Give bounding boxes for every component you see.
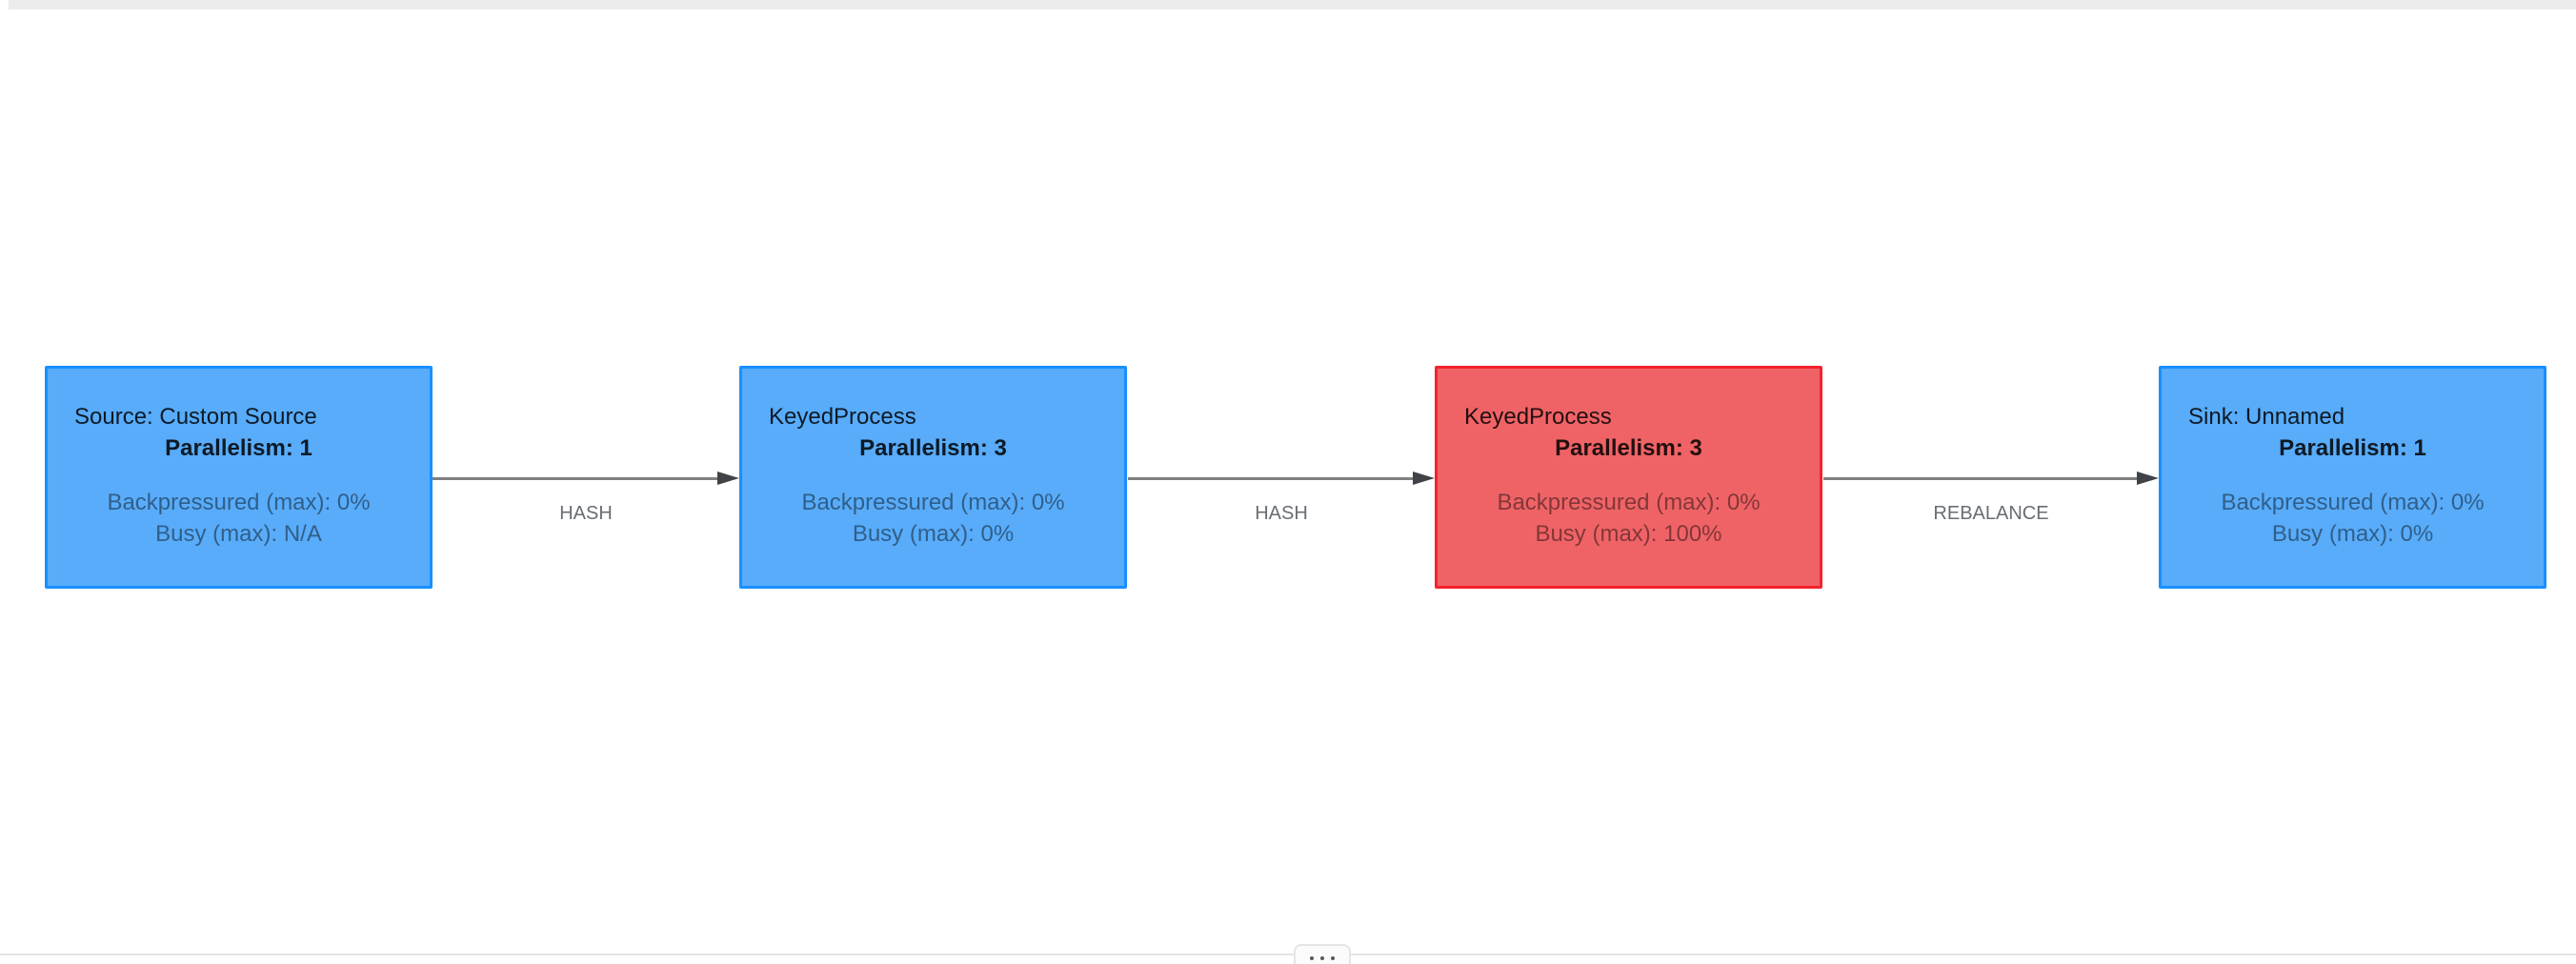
edge-line — [1128, 477, 1414, 480]
node-backpressured-metric: Backpressured (max): 0% — [801, 490, 1065, 515]
node-backpressured-metric: Backpressured (max): 0% — [1497, 490, 1761, 515]
node-parallelism: Parallelism: 3 — [1555, 435, 1702, 461]
arrowhead-icon — [1413, 472, 1435, 485]
job-node-keyedprocess-1[interactable]: KeyedProcess Parallelism: 3 Backpressure… — [739, 366, 1127, 589]
node-title: KeyedProcess — [769, 404, 916, 430]
node-parallelism: Parallelism: 1 — [165, 435, 312, 461]
ellipsis-icon — [1310, 956, 1335, 960]
top-panel-edge — [9, 0, 2576, 10]
node-backpressured-metric: Backpressured (max): 0% — [2221, 490, 2485, 515]
job-node-keyedprocess-2[interactable]: KeyedProcess Parallelism: 3 Backpressure… — [1435, 366, 1822, 589]
node-busy-metric: Busy (max): 100% — [1535, 521, 1722, 547]
edge-label: HASH — [1255, 503, 1308, 524]
node-busy-metric: Busy (max): 0% — [852, 521, 1015, 547]
node-title: KeyedProcess — [1464, 404, 1612, 430]
arrowhead-icon — [2137, 472, 2159, 485]
node-busy-metric: Busy (max): N/A — [155, 521, 322, 547]
job-node-sink[interactable]: Sink: Unnamed Parallelism: 1 Backpressur… — [2159, 366, 2546, 589]
job-node-source[interactable]: Source: Custom Source Parallelism: 1 Bac… — [45, 366, 433, 589]
arrowhead-icon — [717, 472, 739, 485]
drawer-divider — [0, 954, 2576, 955]
node-parallelism: Parallelism: 1 — [2279, 435, 2426, 461]
node-busy-metric: Busy (max): 0% — [2271, 521, 2434, 547]
node-backpressured-metric: Backpressured (max): 0% — [107, 490, 371, 515]
node-parallelism: Parallelism: 3 — [859, 435, 1007, 461]
node-title: Source: Custom Source — [74, 404, 317, 430]
edge-line — [433, 477, 718, 480]
drawer-resize-handle[interactable] — [1294, 944, 1351, 964]
node-title: Sink: Unnamed — [2188, 404, 2345, 430]
edge-label: REBALANCE — [1933, 503, 2049, 524]
edge-line — [1823, 477, 2138, 480]
edge-label: HASH — [559, 503, 613, 524]
